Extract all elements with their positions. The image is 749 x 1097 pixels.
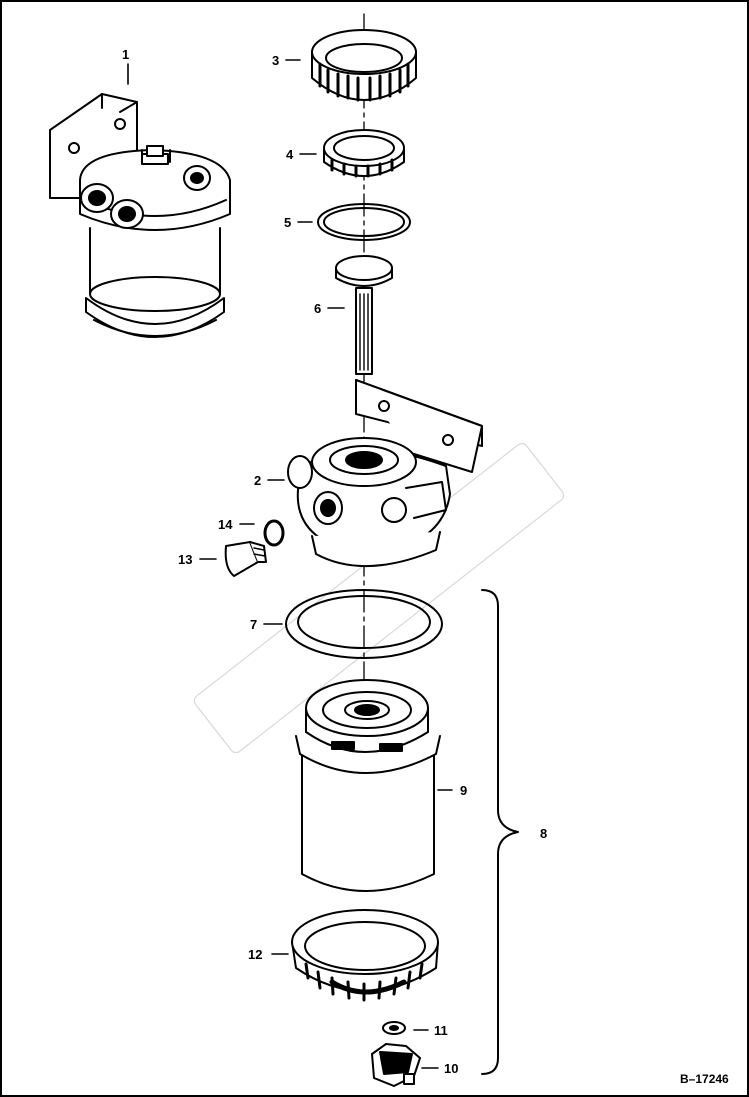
leader-lines — [127, 59, 453, 1069]
callout-1: 1 — [122, 47, 129, 62]
part-7-gasket — [285, 589, 443, 659]
part-5-o-ring — [317, 203, 411, 241]
part-4-ring — [323, 129, 405, 178]
part-10-drain-valve — [371, 1043, 421, 1087]
callout-6: 6 — [314, 301, 321, 316]
part-1-filter-assembly — [49, 93, 231, 338]
watermark — [193, 443, 565, 754]
callout-labels: 1 2 3 4 5 6 7 8 9 10 11 12 13 14 B–17246 — [122, 47, 729, 1086]
callout-2: 2 — [254, 473, 261, 488]
callout-12: 12 — [248, 947, 262, 962]
part-11-drain-washer — [382, 1021, 406, 1035]
callout-10: 10 — [444, 1061, 458, 1076]
callout-14: 14 — [218, 517, 233, 532]
part-14-washer — [263, 519, 285, 547]
part-2-filter-head — [287, 379, 483, 567]
callout-11: 11 — [434, 1023, 448, 1038]
callout-4: 4 — [286, 147, 294, 162]
part-3-retaining-ring — [311, 29, 417, 102]
callout-8: 8 — [540, 826, 547, 841]
part-6-plunger — [335, 255, 393, 375]
callout-3: 3 — [272, 53, 279, 68]
callout-13: 13 — [178, 552, 192, 567]
part-12-bowl-ring — [291, 909, 439, 1002]
callout-5: 5 — [284, 215, 291, 230]
callout-9: 9 — [460, 783, 467, 798]
part-9-filter-element — [295, 679, 441, 892]
callout-7: 7 — [250, 617, 257, 632]
brace-part-8 — [481, 589, 519, 1075]
figure-reference-code: B–17246 — [680, 1072, 729, 1086]
part-13-plug — [224, 541, 267, 577]
